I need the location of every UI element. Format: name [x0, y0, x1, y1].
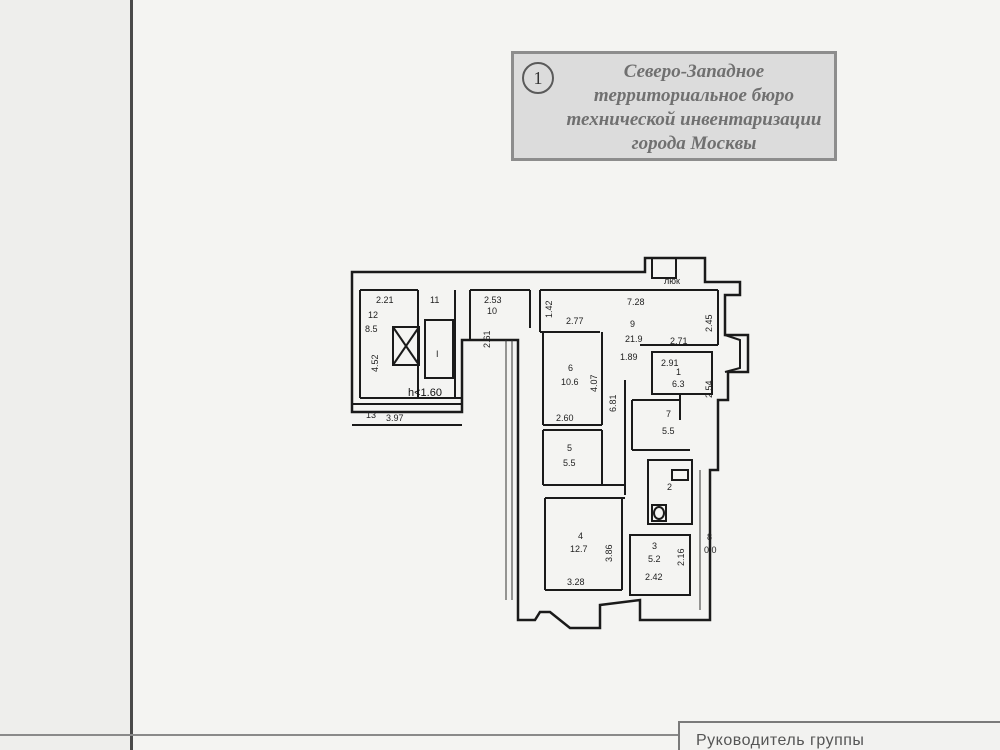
dim-2-53: 2.53 — [484, 295, 502, 305]
dim-4-52: 4.52 — [370, 354, 380, 372]
dim-2-42: 2.42 — [645, 572, 663, 582]
room-13-id: 13 — [366, 410, 376, 420]
room-9-area: 21.9 — [625, 334, 643, 344]
room-12-area: 8.5 — [365, 324, 378, 334]
frame-left-line — [130, 0, 133, 750]
room-9-id: 9 — [630, 319, 635, 329]
room-7-id: 7 — [666, 409, 671, 419]
dim-1-89: 1.89 — [620, 352, 638, 362]
room-8-id: 8 — [707, 532, 712, 542]
stamp-line-3: технической инвентаризации — [566, 109, 822, 130]
room-6-id: 6 — [568, 363, 573, 373]
stamp-line-4: города Москвы — [631, 133, 757, 154]
dim-2-45: 2.45 — [704, 314, 714, 332]
stamp-text: Северо-Западное территориальное бюро тех… — [554, 60, 834, 156]
room-1-id: 1 — [676, 367, 681, 377]
room-3-area: 5.2 — [648, 554, 661, 564]
stamp-line-1: Северо-Западное — [623, 61, 765, 82]
stamp-line-2: территориальное бюро — [593, 85, 795, 106]
room-1-area: 6.3 — [672, 379, 685, 389]
dim-2-91: 2.91 — [661, 358, 679, 368]
footer-label-box: Руководитель группы — [678, 721, 1000, 750]
bti-stamp: 1 Северо-Западное территориальное бюро т… — [511, 51, 837, 161]
left-margin — [0, 0, 132, 750]
dim-1-42: 1.42 — [544, 300, 554, 318]
dim-4-07: 4.07 — [589, 374, 599, 392]
room-10-id: 10 — [487, 306, 497, 316]
room-6-area: 10.6 — [561, 377, 579, 387]
dim-2-16: 2.16 — [676, 548, 686, 566]
room-5-id: 5 — [567, 443, 572, 453]
dim-6-81: 6.81 — [608, 394, 618, 412]
room-8-area: 0.0 — [704, 545, 717, 555]
dim-3-28: 3.28 — [567, 577, 585, 587]
stamp-number-circle: 1 — [522, 62, 554, 94]
room-11-id: 11 — [430, 295, 439, 305]
room-2-id: 2 — [667, 482, 672, 492]
lift-label: люк — [664, 276, 680, 286]
dim-2-71: 2.71 — [670, 336, 688, 346]
dim-2-77: 2.77 — [566, 316, 584, 326]
dim-7-28: 7.28 — [627, 297, 645, 307]
stair-marker: I — [436, 349, 439, 359]
room-5-area: 5.5 — [563, 458, 576, 468]
dim-3-86: 3.86 — [604, 544, 614, 562]
room-13-area: 3.97 — [386, 413, 404, 423]
dim-2-21: 2.21 — [376, 295, 394, 305]
room-12-id: 12 — [368, 310, 378, 320]
footer-label: Руководитель группы — [696, 732, 865, 749]
room-3-id: 3 — [652, 541, 657, 551]
room-7-area: 5.5 — [662, 426, 675, 436]
frame-bottom-line — [0, 734, 1000, 736]
height-note: h<1.60 — [408, 387, 442, 399]
dim-2-60: 2.60 — [556, 413, 574, 423]
dim-2-61: 2.61 — [482, 330, 492, 348]
room-4-area: 12.7 — [570, 544, 588, 554]
room-4-id: 4 — [578, 531, 583, 541]
dim-2-54: 2.54 — [704, 380, 714, 398]
